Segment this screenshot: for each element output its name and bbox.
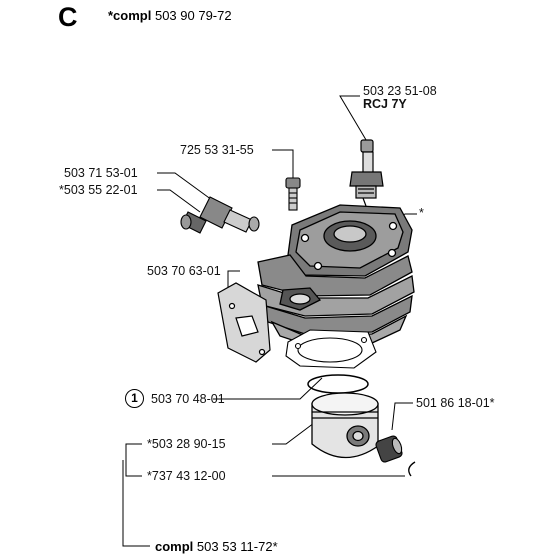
label-circlip: *737 43 12-00 [147, 469, 226, 483]
screw-drawing [285, 177, 301, 211]
label-screw: 725 53 31-55 [180, 143, 254, 157]
leader-valve-b [157, 189, 201, 213]
reference-circle-1: 1 [125, 389, 144, 408]
label-needle-bearing: 501 86 18-01* [416, 396, 495, 410]
label-piston-ring: 503 70 48-01 [151, 392, 225, 406]
circlip-drawing [408, 461, 416, 477]
piston-ring-drawing [307, 374, 369, 394]
leader-valve-a [157, 172, 213, 201]
leader-needle-bearing [391, 402, 413, 431]
leader-piston [272, 419, 319, 445]
leader-spark-plug [339, 95, 373, 151]
label-gasket-plate: 503 70 63-01 [147, 264, 221, 278]
header-kit: *compl 503 90 79-72 [108, 8, 232, 23]
cylinder-drawing [257, 204, 415, 347]
piston-drawing [311, 392, 379, 459]
footer-kit-number: 503 53 11-72* [196, 539, 278, 554]
leader-screw [272, 149, 294, 180]
valve-drawing [180, 196, 260, 234]
bracket-compl-footer [122, 460, 150, 547]
label-cylinder: * [419, 206, 424, 220]
header-kit-number: 503 90 79-72 [154, 8, 232, 23]
label-spark-plug-type: RCJ 7Y [363, 97, 407, 111]
header-kit-prefix: *compl [108, 8, 152, 23]
base-gasket-drawing [285, 329, 377, 369]
label-valve-b: *503 55 22-01 [59, 183, 138, 197]
label-spark-plug-part-no: 503 23 51-08 [363, 84, 437, 98]
label-piston: *503 28 90-15 [147, 437, 226, 451]
leader-piston-ring [213, 377, 323, 400]
needle-bearing-drawing [375, 435, 403, 463]
bracket-compl [125, 443, 142, 477]
section-letter: C [58, 2, 78, 32]
footer-kit-prefix: compl [155, 539, 194, 554]
gasket-plate-drawing [217, 282, 271, 363]
label-valve-a: 503 71 53-01 [64, 166, 138, 180]
spark-plug-drawing [349, 139, 384, 207]
footer-kit: compl 503 53 11-72* [155, 539, 278, 554]
